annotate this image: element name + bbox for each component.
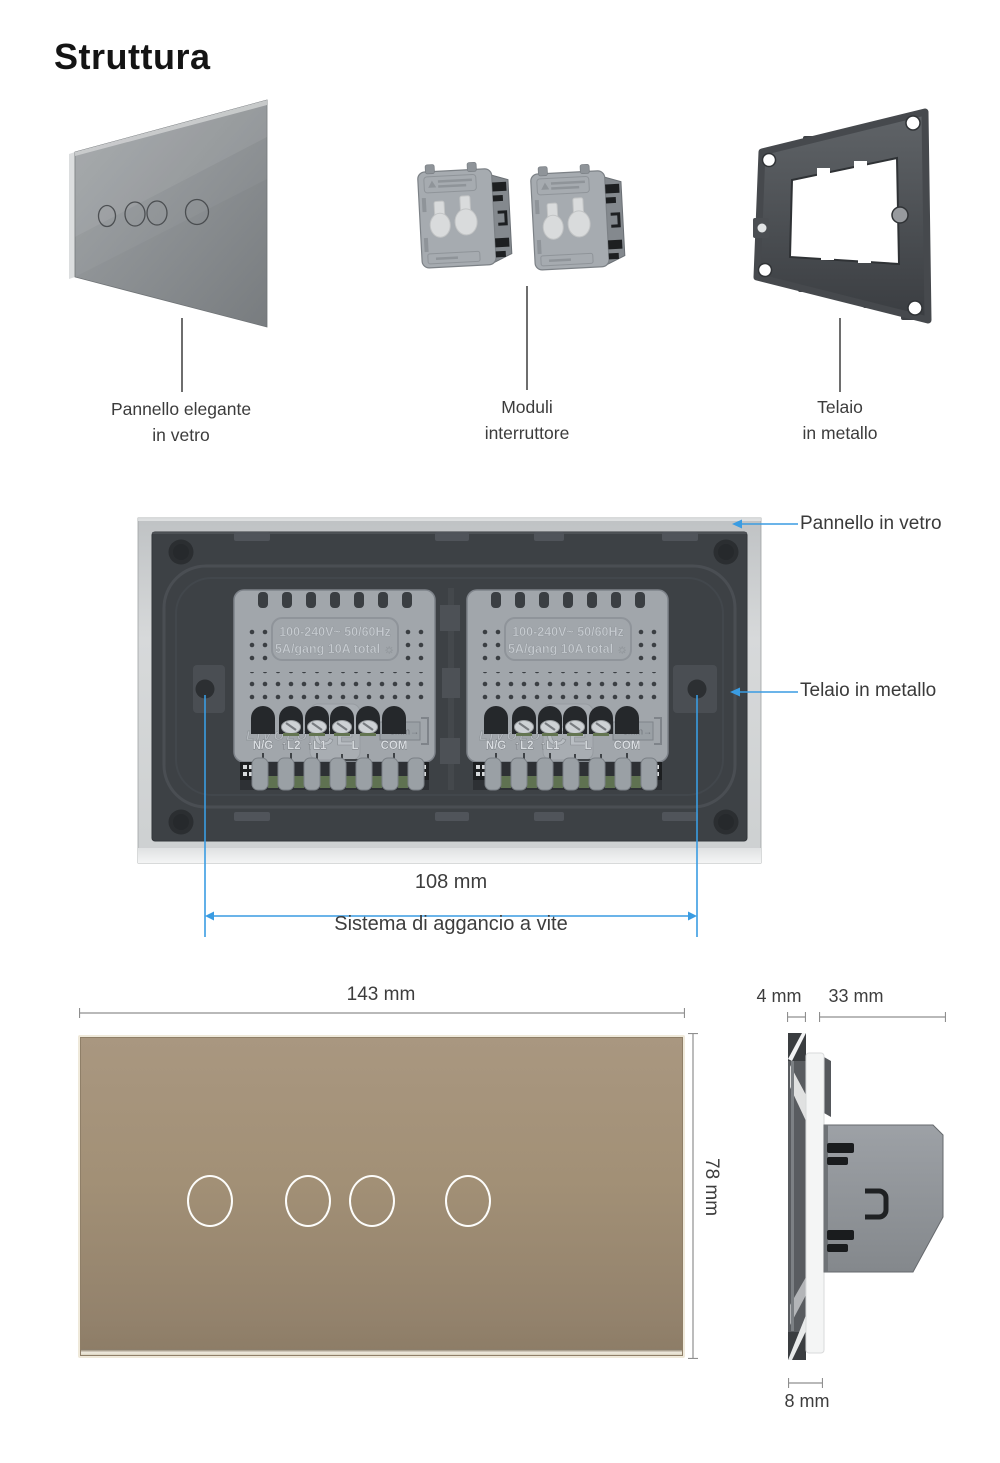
seam-clip xyxy=(442,668,460,698)
switch-module xyxy=(528,161,627,272)
frame-groove xyxy=(162,564,737,809)
touch-circle xyxy=(187,1175,233,1227)
arrowhead xyxy=(205,911,214,921)
screw-tab-hole-right xyxy=(687,679,707,699)
frame-notch xyxy=(817,168,830,177)
dim-line-depth xyxy=(819,1012,946,1022)
switch-module-back xyxy=(465,588,670,792)
glass-glint xyxy=(788,1033,806,1061)
callout-frame-label: Telaio in metallo xyxy=(800,680,937,701)
glass-inner-line xyxy=(791,1061,794,1331)
label-line: in vetro xyxy=(152,425,210,445)
arrowhead xyxy=(732,519,742,529)
switch-module-back xyxy=(232,588,437,792)
frame-side-hole xyxy=(757,223,767,233)
screw-hole xyxy=(757,262,773,278)
label-line: Pannello elegante xyxy=(110,399,252,419)
arrowhead xyxy=(688,911,697,921)
component-label: Moduli interruttore xyxy=(417,394,637,446)
frame-notch xyxy=(858,254,871,263)
frame-fixing-hole xyxy=(891,206,909,224)
touch-circle xyxy=(349,1175,395,1227)
dim-line-height xyxy=(688,1033,698,1359)
gold-glass-panel xyxy=(78,1035,685,1358)
glass-reflection xyxy=(75,100,267,237)
touch-circle xyxy=(285,1175,331,1227)
glass-panel-figure xyxy=(69,99,268,328)
frame-notch xyxy=(821,251,834,260)
dim-screw-distance: 108 mm xyxy=(414,871,488,893)
dim-width-label: 143 mm xyxy=(346,984,416,1005)
corner-screw-holes xyxy=(168,539,739,835)
back-view-figure: 100-240V~ 50/60Hz 5A/gang 10A total ☼ CE… xyxy=(137,517,798,937)
switch-modules-figure xyxy=(415,159,627,272)
panel-bottom-bevel xyxy=(81,1349,682,1355)
dim-line-glass xyxy=(787,1012,806,1022)
label-line: Telaio xyxy=(817,397,863,417)
connector-line xyxy=(526,286,528,390)
callout-glass-label: Pannello in vetro xyxy=(800,513,942,534)
glass-edge-highlight xyxy=(69,152,75,279)
touch-circle xyxy=(445,1175,491,1227)
module-latch xyxy=(865,1188,889,1220)
connector-line xyxy=(181,318,183,392)
glass-bottom-bevel xyxy=(138,848,761,863)
glass-glint xyxy=(788,1315,806,1360)
touch-circle xyxy=(124,201,146,227)
side-view-figure xyxy=(788,1033,944,1360)
screw-hole xyxy=(905,115,921,131)
plastic-base-side xyxy=(805,1052,825,1354)
connector-line xyxy=(839,318,841,392)
dim-line-width xyxy=(79,1008,685,1018)
sensor-edge xyxy=(824,1057,831,1117)
seam-clip xyxy=(440,738,460,764)
frame-notches xyxy=(234,532,698,821)
frame-notch xyxy=(854,161,867,170)
touch-circle xyxy=(184,198,210,226)
dim-depth-label: 33 mm xyxy=(828,986,884,1006)
glass-top-edge xyxy=(75,100,267,156)
frame-groove-inner xyxy=(175,577,724,796)
component-label: Pannello elegante in vetro xyxy=(65,396,297,448)
label-line: interruttore xyxy=(484,423,570,443)
dim-line-front xyxy=(788,1378,823,1388)
module-clips xyxy=(827,1143,854,1252)
screw-hole xyxy=(907,300,923,316)
seam-clip xyxy=(440,605,460,631)
measurement-marks xyxy=(204,523,798,937)
screw-tab-hole-left xyxy=(195,679,215,699)
dim-height-label: 78 mm xyxy=(701,1158,722,1217)
switch-module xyxy=(415,159,514,270)
glass-reflection-2 xyxy=(75,137,267,277)
screw-hole xyxy=(761,152,777,168)
module-side-shadow xyxy=(824,1125,828,1272)
arrowhead xyxy=(730,687,740,697)
dim-glass-label: 4 mm xyxy=(756,986,802,1006)
glass-top-bevel xyxy=(138,518,761,521)
metal-frame-figure xyxy=(753,108,932,324)
touch-circle xyxy=(97,204,117,228)
touch-circle xyxy=(146,200,168,226)
dim-caption: Sistema di aggancio a vite xyxy=(334,913,568,935)
label-line: Moduli xyxy=(501,397,553,417)
dim-front-label: 8 mm xyxy=(784,1391,830,1411)
label-line: in metallo xyxy=(802,423,878,443)
component-label: Telaio in metallo xyxy=(730,394,950,446)
page-title: Struttura xyxy=(54,36,211,77)
